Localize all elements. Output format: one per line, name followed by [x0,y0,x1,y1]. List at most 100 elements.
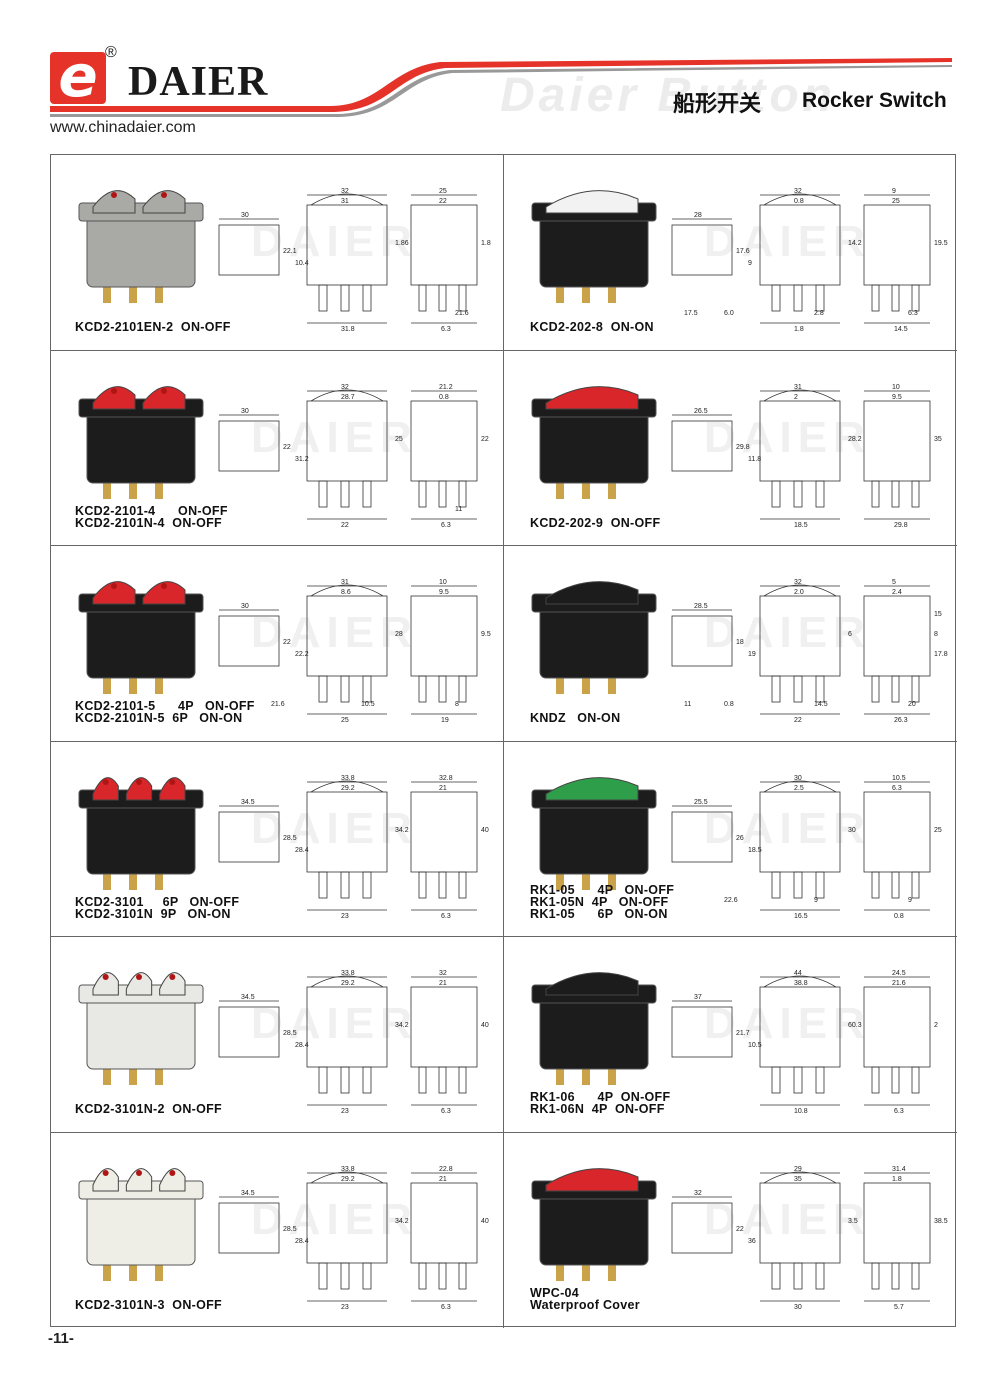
switch-photo [531,385,657,499]
dimension-label: 22 [283,639,291,646]
terminal-pin [155,867,163,890]
dimension-label: 6.3 [441,1304,451,1311]
side-rocker-curve [310,975,384,988]
dimension-label: 44 [794,970,802,977]
end-pin [458,1262,467,1289]
dimension-label: 10.4 [295,260,309,267]
dimension-label: 38.8 [794,980,808,987]
side-outline [306,986,388,1068]
switch-housing [539,1188,649,1265]
dimension-label: 10.5 [748,1042,762,1049]
end-pin [891,1262,900,1289]
switch-housing [539,406,649,483]
terminal-pin [556,476,564,499]
dimension-label: 2.4 [892,589,902,596]
indicator-dot [102,778,109,785]
dimension-label: 30 [241,408,249,415]
side-pin [771,1262,781,1289]
end-pin [891,675,900,703]
terminal-pin [582,672,590,694]
dimension-label: 29.2 [341,980,355,987]
dimension-label: 2.0 [794,589,804,596]
end-pin [911,1066,920,1094]
rocker-actuator [545,1167,639,1191]
dimension-label: 34.5 [241,799,255,806]
end-outline [410,791,478,872]
side-pin [340,1066,350,1094]
dimension-label: 22.6 [724,897,738,904]
front-outline [671,615,733,667]
side-pin [362,675,372,703]
side-pin [815,1262,825,1289]
model-label: KCD2-2101-5 4P ON-OFF KCD2-2101N-5 6P ON… [75,699,255,725]
dimension-label: 31.2 [295,456,309,463]
side-pin [793,480,803,507]
dimension-label: 33.8 [341,970,355,977]
dimension-label: 19 [748,651,756,658]
end-pin [418,1262,427,1289]
end-pin [458,1066,467,1094]
side-outline [759,204,841,286]
dimension-label: 6.3 [908,310,918,317]
dimension-label: 30 [241,603,249,610]
dimension-label: 3.5 [848,1218,858,1225]
side-pin [340,1262,350,1289]
dimension-label: 9.5 [892,394,902,401]
indicator-dot [102,1169,109,1176]
side-pin [318,1262,328,1289]
dimension-label: 10.5 [892,775,906,782]
dimension-label: 0.8 [794,198,804,205]
indicator-dot [102,974,109,980]
end-pin [418,1066,427,1094]
dimension-label: 22.2 [295,651,309,658]
dimension-label: 8.6 [341,589,351,596]
dimension-label: 6.3 [441,326,451,333]
dimension-label: 34.2 [395,827,409,834]
side-rocker-curve [310,780,384,792]
end-outline [863,400,931,481]
dimension-label: 5 [892,579,896,586]
indicator-dot [136,1169,142,1176]
terminal-pin [582,1063,590,1085]
terminal-pin [129,672,137,694]
end-pin [871,871,880,898]
page-number: -11- [48,1330,74,1347]
switch-photo [531,190,657,303]
side-outline [306,791,388,872]
end-pin [418,480,427,507]
dimension-label: 6.3 [892,785,902,792]
terminal-pin [103,1063,111,1085]
side-pin [771,1066,781,1094]
dimension-label: 34.2 [395,1022,409,1029]
side-pin [815,1066,825,1094]
side-pin [362,1066,372,1094]
dimension-label: 0.8 [724,701,734,708]
dimension-label: 18 [736,639,744,646]
indicator-dot [161,387,167,394]
side-outline [306,595,388,677]
dimension-label: 28.7 [341,394,355,401]
indicator-dot [111,192,117,198]
switch-photo [531,776,657,890]
rocker-actuator [159,972,186,996]
side-pin [340,871,350,898]
terminal-pin [155,1063,163,1085]
terminal-pin [556,672,564,694]
dimension-label: 6 [848,631,852,638]
model-label: KCD2-3101N-2 ON-OFF [75,1102,222,1116]
dimension-label: 35 [794,1176,802,1183]
dimension-label: 15 [934,611,942,618]
front-outline [218,224,280,276]
end-pin [891,480,900,507]
dimension-label: 21.6 [892,980,906,987]
end-outline [410,986,478,1068]
dimension-label: 29.2 [341,785,355,792]
side-pin [362,284,372,312]
dimension-label: 11 [455,506,462,513]
dimension-label: 22 [439,198,447,205]
switch-photo [531,1167,657,1281]
dimension-label: 35 [934,436,942,443]
indicator-dot [111,583,117,589]
